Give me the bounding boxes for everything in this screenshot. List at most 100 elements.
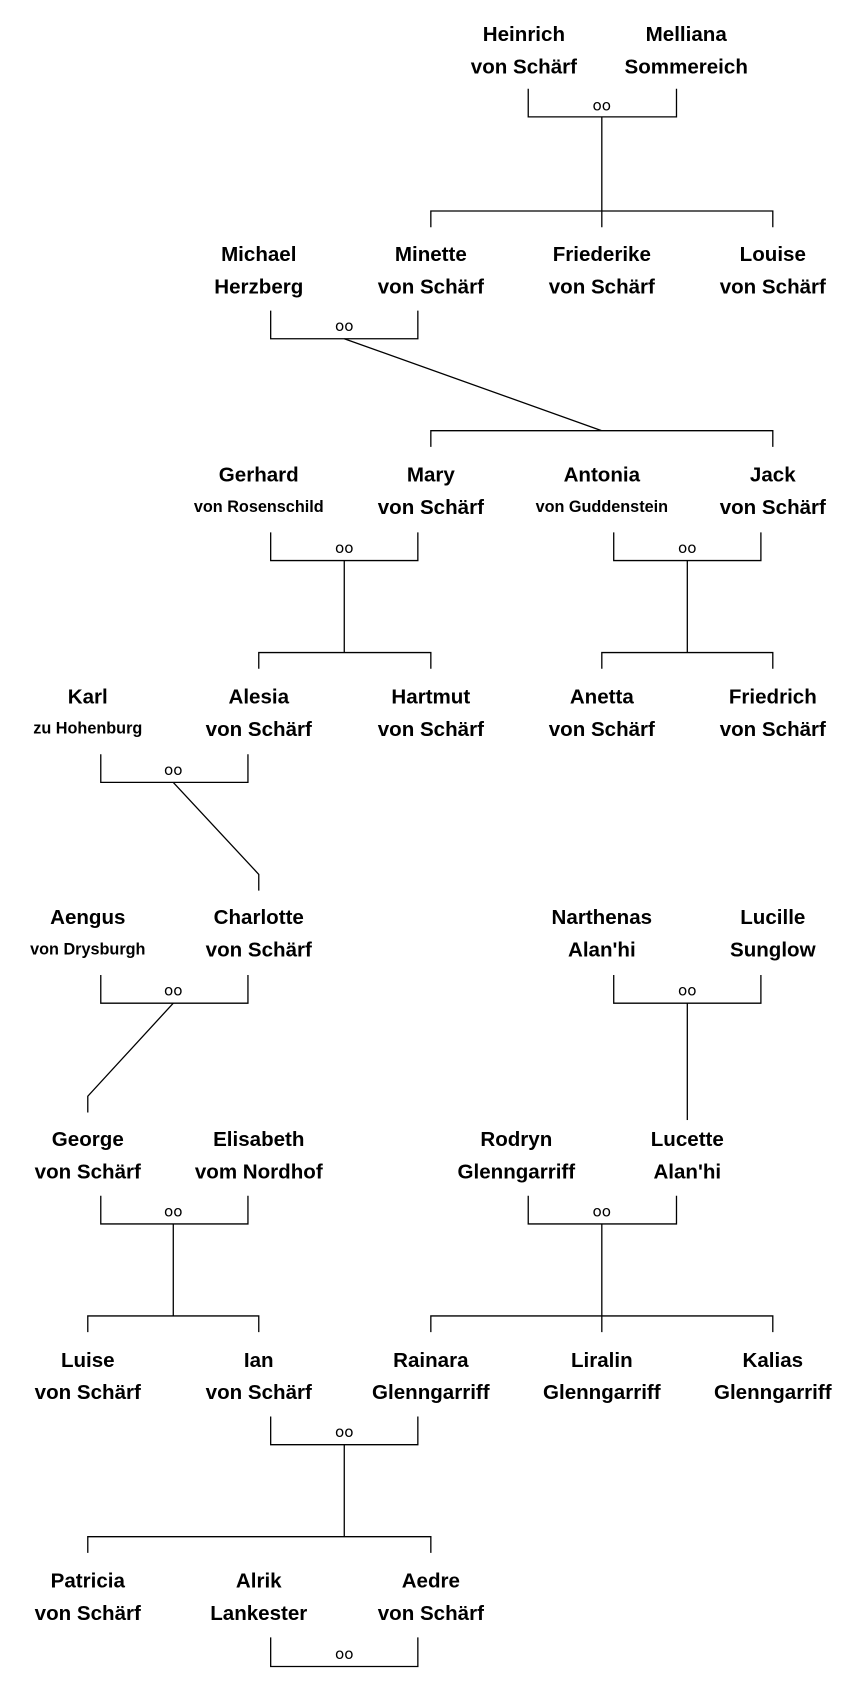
person-first-name: Kalias <box>743 1349 804 1372</box>
person-first-name: Michael <box>221 243 296 266</box>
person-surname: vom Nordhof <box>195 1160 323 1183</box>
person-first-name: Alrik <box>236 1570 282 1593</box>
person-first-name: Narthenas <box>552 906 653 929</box>
marriage-symbol: oo <box>678 539 697 557</box>
person-first-name: Anetta <box>570 685 635 708</box>
marriage-symbol: oo <box>593 1202 612 1220</box>
person-first-name: Alesia <box>228 685 289 708</box>
person-first-name: Minette <box>395 243 467 266</box>
marriage-symbol: oo <box>335 539 354 557</box>
people: Heinrich von Schärf MellianaSommereichMich… <box>30 23 832 1625</box>
person-node: Gerhard von Rosenschild <box>194 464 324 516</box>
person-surname: von Schärf <box>549 275 655 298</box>
person-surname: zu Hohenburg <box>33 720 142 738</box>
marriage-symbol: oo <box>164 761 183 779</box>
person-node: Minette von Schärf <box>378 243 484 298</box>
person-first-name: Aengus <box>50 906 125 929</box>
person-first-name: Rodryn <box>480 1128 552 1151</box>
person-first-name: Friedrich <box>729 685 817 708</box>
person-node: Aengus von Drysburgh <box>30 906 145 958</box>
person-surname: von Schärf <box>35 1602 141 1625</box>
person-node: Ian von Schärf <box>206 1349 312 1404</box>
person-node: Mary von Schärf <box>378 464 484 519</box>
person-node: Antonia von Guddenstein <box>536 464 668 516</box>
person-surname: von Schärf <box>378 718 484 741</box>
person-node: Anetta von Schärf <box>549 685 655 740</box>
person-surname: Glenngarriff <box>458 1160 576 1183</box>
person-first-name: Lucette <box>651 1128 724 1151</box>
person-first-name: Aedre <box>402 1570 460 1593</box>
person-node: Louise von Schärf <box>720 243 826 298</box>
connector-lines <box>87 88 774 1668</box>
marriage-symbol: oo <box>678 982 697 1000</box>
person-surname: von Schärf <box>720 718 826 741</box>
person-surname: von Schärf <box>378 496 484 519</box>
marriage-symbol: oo <box>164 982 183 1000</box>
person-node: Karl zu Hohenburg <box>33 685 142 737</box>
person-surname: von Schärf <box>35 1160 141 1183</box>
marriage-symbol: oo <box>164 1202 183 1220</box>
person-first-name: Gerhard <box>219 464 299 487</box>
person-node: Jack von Schärf <box>720 464 826 519</box>
person-first-name: Antonia <box>564 464 641 487</box>
person-node: George von Schärf <box>35 1128 141 1183</box>
person-surname: Alan'hi <box>568 939 636 962</box>
person-surname: von Schärf <box>471 56 577 79</box>
person-node: Heinrich von Schärf <box>471 23 577 78</box>
person-surname: von Drysburgh <box>30 940 145 958</box>
marriage-symbol: oo <box>335 317 354 335</box>
person-surname: von Schärf <box>549 718 655 741</box>
person-first-name: Ian <box>244 1349 274 1372</box>
person-surname: von Schärf <box>35 1381 141 1404</box>
person-first-name: Louise <box>740 243 806 266</box>
person-first-name: Luise <box>61 1349 115 1372</box>
person-first-name: Heinrich <box>483 23 565 46</box>
person-first-name: Mary <box>407 464 456 487</box>
person-surname: von Schärf <box>720 496 826 519</box>
person-surname: Glenngarriff <box>372 1381 490 1404</box>
person-first-name: Patricia <box>51 1570 126 1593</box>
person-node: Elisabeth vom Nordhof <box>195 1128 323 1183</box>
person-first-name: Rainara <box>393 1349 469 1372</box>
marriages: oo oo oo oo oo oo oo oo oo oo oo <box>164 96 697 1663</box>
person-first-name: Lucille <box>740 906 805 929</box>
person-first-name: Melliana <box>646 23 728 46</box>
person-surname: Sunglow <box>730 939 817 962</box>
person-surname: von Rosenschild <box>194 498 324 516</box>
marriage-symbol: oo <box>335 1645 354 1663</box>
person-first-name: Friederike <box>553 243 651 266</box>
person-node: Luise von Schärf <box>35 1349 141 1404</box>
person-surname: von Schärf <box>378 1602 484 1625</box>
person-first-name: Jack <box>750 464 796 487</box>
person-first-name: Charlotte <box>214 906 304 929</box>
marriage-symbol: oo <box>335 1423 354 1441</box>
person-surname: von Schärf <box>206 1381 312 1404</box>
person-surname: Glenngarriff <box>714 1381 832 1404</box>
person-first-name: Hartmut <box>391 685 470 708</box>
person-surname: von Schärf <box>720 275 826 298</box>
person-first-name: George <box>52 1128 124 1151</box>
person-surname: von Guddenstein <box>536 498 668 516</box>
person-first-name: Elisabeth <box>213 1128 304 1151</box>
person-node: Friederike von Schärf <box>549 243 655 298</box>
person-node: Hartmut von Schärf <box>378 685 484 740</box>
marriage-symbol: oo <box>593 96 612 114</box>
person-surname: Glenngarriff <box>543 1381 661 1404</box>
person-surname: Lankester <box>210 1602 307 1625</box>
person-surname: von Schärf <box>378 275 484 298</box>
person-surname: Alan'hi <box>653 1160 721 1183</box>
person-first-name: Karl <box>68 685 108 708</box>
person-surname: Herzberg <box>214 275 303 298</box>
